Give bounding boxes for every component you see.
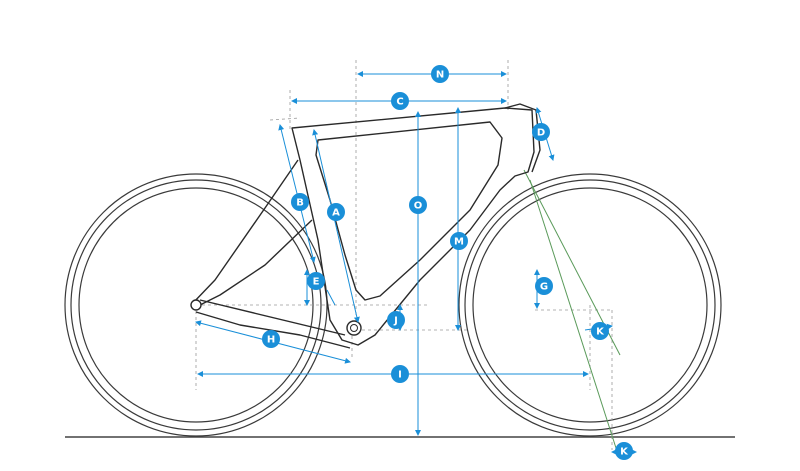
badge-M: M [450, 232, 468, 250]
svg-text:E: E [313, 277, 320, 288]
badge-B: B [291, 193, 309, 211]
bike-frame [191, 103, 541, 349]
svg-text:D: D [537, 128, 545, 139]
badge-I: I [391, 365, 409, 383]
svg-text:H: H [267, 335, 275, 346]
badge-E: E [307, 272, 325, 290]
badge-N: N [431, 65, 449, 83]
badge-O: O [409, 196, 427, 214]
svg-text:I: I [398, 370, 402, 381]
badge-D: D [532, 123, 550, 141]
svg-text:K: K [596, 327, 605, 338]
badge-K-upper: K [591, 322, 609, 340]
badge-K-lower: K [615, 442, 633, 460]
svg-text:O: O [414, 201, 423, 212]
rear-dropout [190, 299, 202, 311]
svg-text:K: K [620, 447, 629, 458]
svg-text:J: J [393, 316, 398, 327]
svg-text:A: A [332, 208, 340, 219]
badge-J: J [387, 311, 405, 329]
badge-H: H [262, 330, 280, 348]
svg-text:G: G [540, 282, 548, 293]
svg-text:N: N [436, 70, 444, 81]
badge-A: A [327, 203, 345, 221]
badge-G: G [535, 277, 553, 295]
svg-text:C: C [396, 97, 403, 108]
fork-axis [523, 169, 621, 449]
svg-text:M: M [454, 237, 464, 248]
badge-C: C [391, 92, 409, 110]
svg-text:B: B [296, 198, 304, 209]
bottom-bracket [346, 320, 362, 336]
guide-lines [195, 60, 613, 450]
